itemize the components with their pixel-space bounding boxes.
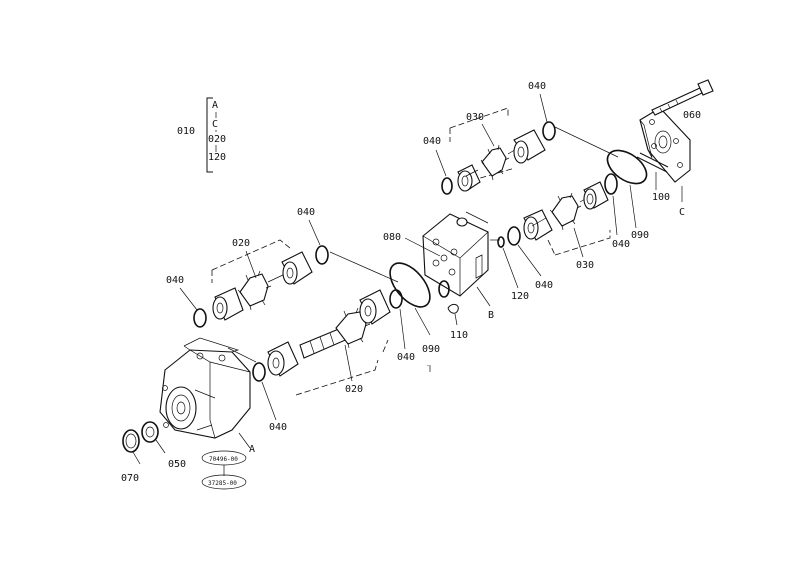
- label-090-a: 090: [631, 230, 649, 241]
- label-090-b: 090: [422, 344, 440, 355]
- label-040-c: 040: [297, 207, 315, 218]
- label-080: 080: [383, 232, 401, 243]
- stamp-text-1: 70496-00: [209, 456, 238, 463]
- label-c-right: C: [679, 207, 685, 218]
- ring-040-lower-mid: [507, 226, 521, 246]
- label-070: 070: [121, 473, 139, 484]
- label-020-top: 020: [208, 134, 226, 145]
- stamp-text-2: 37285-00: [208, 480, 237, 487]
- ring-070: [122, 429, 140, 453]
- label-040-b: 040: [423, 136, 441, 147]
- gear-set-020-upper: [211, 239, 313, 321]
- label-040-f: 040: [535, 280, 553, 291]
- gear-set-030-upper: [449, 107, 546, 192]
- front-housing-a: [159, 337, 251, 439]
- label-050: 050: [168, 459, 186, 470]
- label-040-a: 040: [528, 81, 546, 92]
- label-110: 110: [450, 330, 468, 341]
- label-010: 010: [177, 126, 195, 137]
- label-040-d: 040: [166, 275, 184, 286]
- label-a-top: A: [212, 100, 218, 111]
- bolt-060: [651, 79, 714, 116]
- drive-shaft-020-lower: [267, 289, 391, 396]
- clip-110: [447, 303, 459, 314]
- ring-040-right: [604, 173, 618, 195]
- gear-set-030-lower: [523, 181, 611, 256]
- o-ring-090-right: [606, 149, 648, 185]
- label-120-top: 120: [208, 152, 226, 163]
- ring-040-upper-left: [441, 177, 453, 195]
- ring-040-upper-right: [542, 121, 556, 141]
- label-060: 060: [683, 110, 701, 121]
- label-040-g: 040: [397, 352, 415, 363]
- legend-bracket: 010 A C 020 120: [177, 97, 226, 173]
- ring-120: [497, 236, 505, 248]
- stamp-oval-2: [201, 474, 247, 490]
- ring-040-body-bottom: [438, 280, 450, 298]
- label-020-b: 020: [232, 238, 250, 249]
- pin-100: [636, 152, 669, 173]
- ring-040-mid: [389, 289, 403, 309]
- seal-050: [141, 421, 159, 443]
- label-a-bottom: A: [249, 444, 255, 455]
- label-c-top: C: [212, 119, 218, 130]
- label-b: B: [488, 310, 494, 321]
- ring-040-bottom: [252, 362, 266, 382]
- label-020-c: 020: [345, 384, 363, 395]
- label-040-e: 040: [612, 239, 630, 250]
- label-030-a: 030: [466, 112, 484, 123]
- o-ring-090-left: [389, 262, 431, 308]
- reference-stamps: 70496-00 37285-00: [201, 450, 247, 490]
- label-040-h: 040: [269, 422, 287, 433]
- ring-040-left: [193, 308, 207, 328]
- label-120-b: 120: [511, 291, 529, 302]
- ring-040-mid-top: [315, 245, 329, 265]
- label-100: 100: [652, 192, 670, 203]
- label-030-b: 030: [576, 260, 594, 271]
- middle-body-b: [422, 213, 489, 297]
